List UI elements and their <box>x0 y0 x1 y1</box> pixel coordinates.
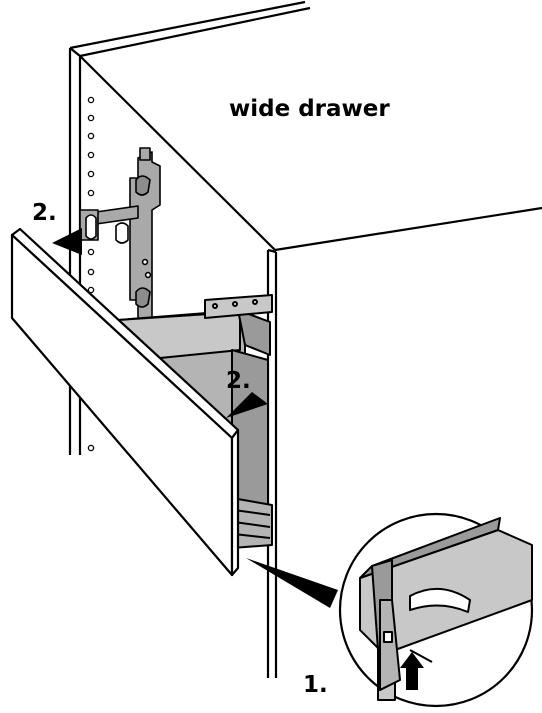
pull-arrow-drawer <box>226 392 268 418</box>
push-up-arrow-icon <box>400 652 424 690</box>
shelf-pin-holes <box>87 96 95 452</box>
pull-arrow-front <box>52 228 82 255</box>
step-label-release: 1. <box>303 672 328 698</box>
mounting-bracket <box>79 147 161 323</box>
diagram-title: wide drawer <box>229 96 390 122</box>
drawer-front <box>10 227 240 577</box>
detail-release-lever <box>359 517 533 701</box>
step-label-front: 2. <box>32 200 57 226</box>
callout-pointer <box>246 558 338 608</box>
step-label-pull: 2. <box>226 368 251 394</box>
